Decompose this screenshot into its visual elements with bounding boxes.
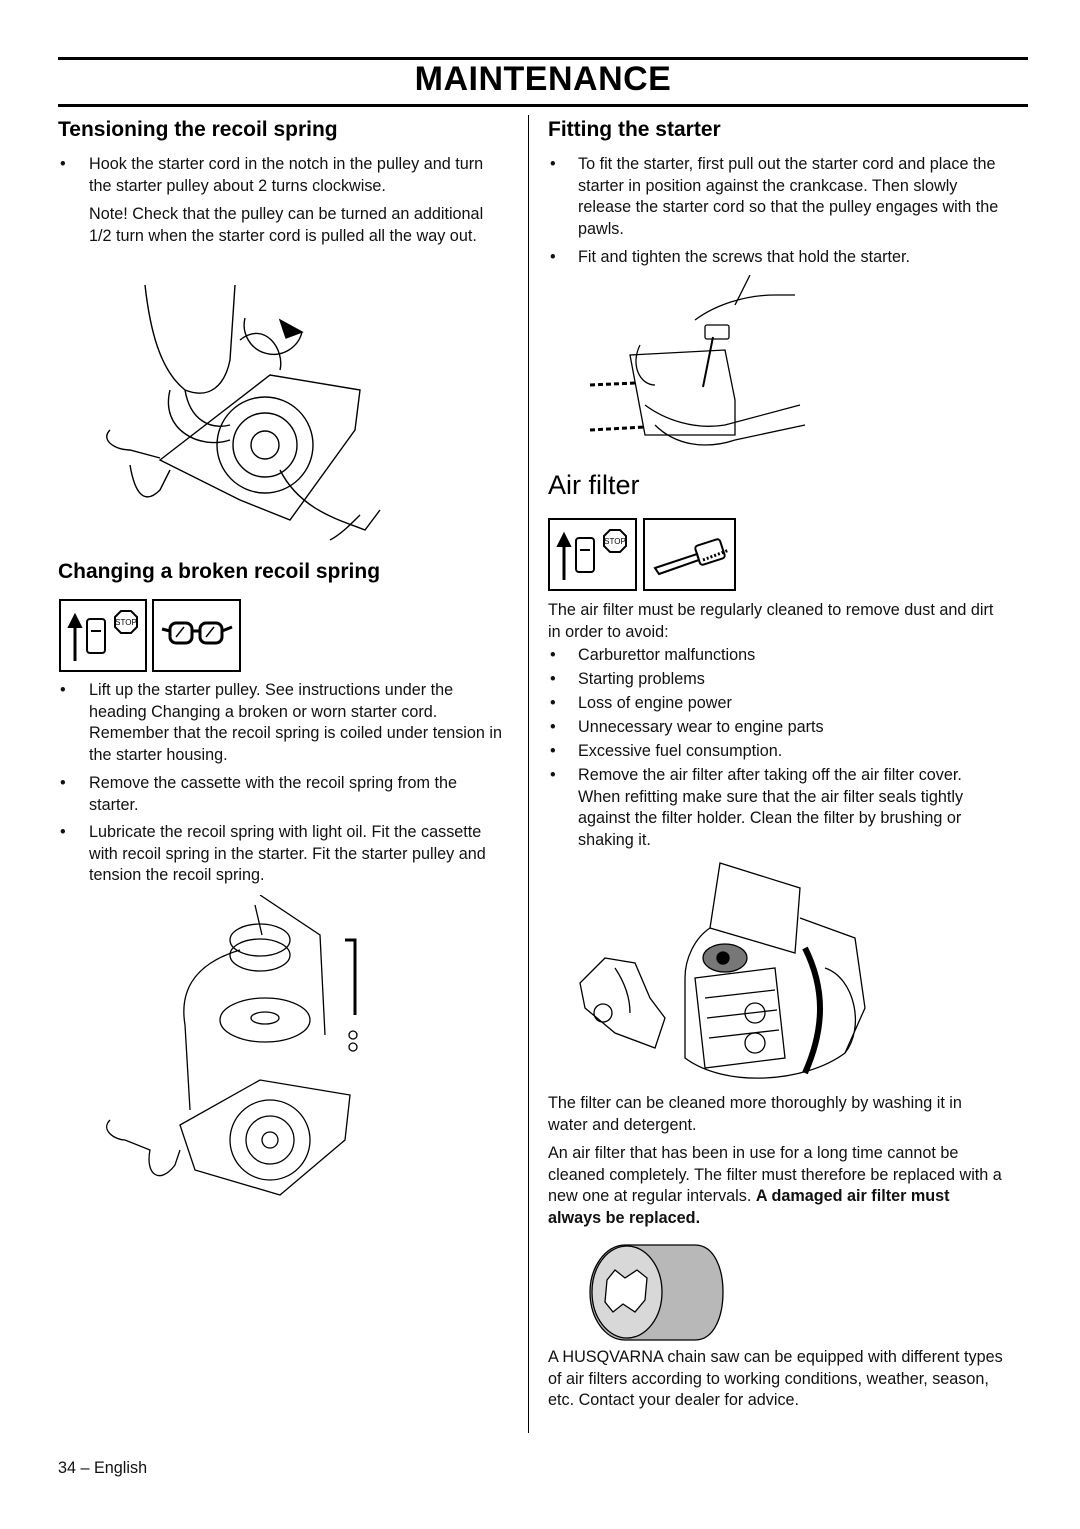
stop-switch-icon-2: STOP xyxy=(548,518,637,591)
recoil-tension-illustration xyxy=(90,280,390,545)
bullet-dot: • xyxy=(60,155,66,173)
stop-label: STOP xyxy=(604,537,626,546)
air-list-item: • Loss of engine power xyxy=(550,694,732,712)
air-replace: An air filter that has been in use for a… xyxy=(548,1144,1002,1227)
broken-heading: Changing a broken recoil spring xyxy=(58,560,381,583)
air-list-item: • Starting problems xyxy=(550,670,705,688)
fitting-heading: Fitting the starter xyxy=(548,118,721,141)
air-filter-heading: Air filter xyxy=(548,470,640,500)
stop-switch-icon: STOP xyxy=(59,599,147,672)
broken-bullet-1: • Lift up the starter pulley. See instru… xyxy=(60,681,502,764)
page-footer: 34 – English xyxy=(58,1459,148,1477)
air-filter-element-illustration xyxy=(585,1240,725,1345)
column-divider xyxy=(528,115,529,1433)
recoil-spring-exploded-illustration xyxy=(90,895,380,1200)
broken-bullet-2: • Remove the cassette with the recoil sp… xyxy=(60,774,457,814)
air-list-item: • Excessive fuel consumption. xyxy=(550,742,783,760)
fitting-bullet-1: • To fit the starter, first pull out the… xyxy=(550,155,999,238)
air-wash: The filter can be cleaned more thoroughl… xyxy=(548,1094,962,1134)
air-remove-bullet: • Remove the air filter after taking off… xyxy=(550,766,964,849)
fitting-starter-illustration xyxy=(585,275,820,455)
fitting-bullet-2: • Fit and tighten the screws that hold t… xyxy=(550,248,911,266)
air-husqvarna: A HUSQVARNA chain saw can be equipped wi… xyxy=(548,1348,1003,1410)
brush-icon xyxy=(643,518,736,591)
tension-note: Note! Check that the pulley can be turne… xyxy=(89,205,484,245)
air-filter-removal-illustration xyxy=(575,858,875,1090)
stop-label: STOP xyxy=(115,618,137,627)
header-rule-bottom xyxy=(58,104,1028,107)
broken-bullet-3: • Lubricate the recoil spring with light… xyxy=(60,823,486,885)
tension-heading: Tensioning the recoil spring xyxy=(58,118,338,141)
air-list-item: • Unnecessary wear to engine parts xyxy=(550,718,824,736)
page-title: MAINTENANCE xyxy=(414,60,672,98)
header-rule-top xyxy=(58,57,1028,60)
air-intro: The air filter must be regularly cleaned… xyxy=(548,601,994,641)
air-list-item: • Carburettor malfunctions xyxy=(550,646,756,664)
safety-glasses-icon xyxy=(152,599,241,672)
tension-bullet: • Hook the starter cord in the notch in … xyxy=(60,155,484,195)
